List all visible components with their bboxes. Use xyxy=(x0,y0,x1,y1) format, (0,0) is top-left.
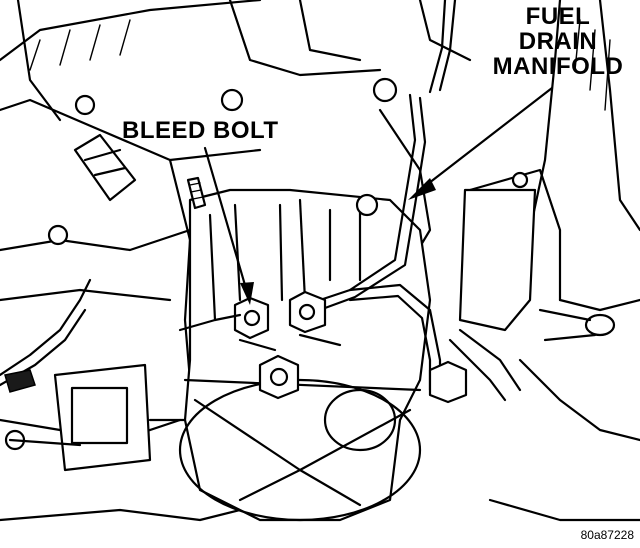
fuel-label-line-2: DRAIN xyxy=(518,28,598,56)
fuel-filter-housing xyxy=(178,188,432,522)
right-bracket xyxy=(448,188,616,402)
engine-block-outline xyxy=(0,0,640,522)
block-hatching xyxy=(29,19,611,111)
left-fittings xyxy=(0,133,187,472)
bleed-bolt-label: BLEED BOLT xyxy=(122,117,279,144)
bleed-bolt-assembly xyxy=(178,290,468,404)
fuel-label-line-1: FUEL xyxy=(525,3,591,30)
fuel-drain-manifold-tube xyxy=(318,0,457,392)
callout-arrows xyxy=(203,86,554,305)
fuel-label-line-3: MANIFOLD xyxy=(492,53,624,81)
fuel-drain-manifold-label: FUEL DRAIN MANIFOLD xyxy=(478,4,638,80)
vent-stud xyxy=(186,176,207,210)
figure-id: 80a87228 xyxy=(580,528,634,542)
